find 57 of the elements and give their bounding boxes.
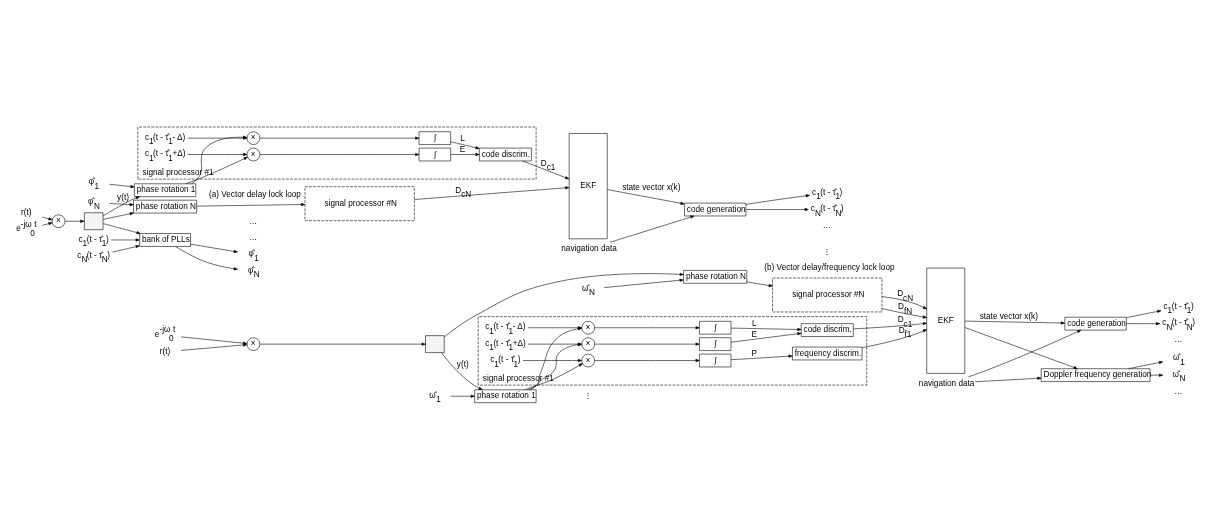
arrow bbox=[964, 326, 1078, 369]
arrow bbox=[746, 281, 773, 287]
arrow bbox=[112, 244, 140, 252]
arrow bbox=[180, 342, 248, 351]
arrow bbox=[102, 211, 134, 220]
arrow bbox=[109, 202, 134, 206]
arrow bbox=[259, 342, 426, 346]
arrow bbox=[527, 342, 582, 346]
arrow bbox=[1149, 373, 1164, 377]
arrow bbox=[1126, 309, 1162, 318]
arrow bbox=[1126, 321, 1161, 325]
arrow bbox=[102, 222, 141, 234]
arrow bbox=[185, 156, 248, 184]
arrow bbox=[594, 358, 700, 362]
arrow bbox=[42, 221, 53, 226]
arrow bbox=[730, 327, 802, 331]
arrow bbox=[730, 331, 802, 342]
arrow bbox=[594, 342, 700, 346]
arrow bbox=[968, 329, 1082, 377]
node-box bbox=[84, 211, 104, 230]
arrow bbox=[175, 245, 238, 270]
arrow bbox=[450, 140, 480, 149]
arrow bbox=[450, 152, 480, 156]
arrow bbox=[974, 376, 1042, 382]
arrow bbox=[853, 321, 927, 329]
arrow bbox=[1128, 360, 1164, 369]
arrow bbox=[594, 325, 700, 329]
arrow bbox=[861, 328, 928, 348]
arrow bbox=[745, 207, 809, 211]
arrow bbox=[607, 188, 685, 205]
arrow bbox=[180, 336, 248, 345]
arrow bbox=[102, 195, 140, 216]
arrow bbox=[524, 362, 583, 390]
arrow bbox=[730, 354, 793, 360]
node-box bbox=[425, 334, 445, 353]
arrow bbox=[522, 160, 570, 179]
arrow bbox=[441, 352, 483, 390]
arrow bbox=[881, 307, 927, 318]
arrow bbox=[259, 152, 420, 156]
arrow bbox=[528, 342, 582, 390]
arrow bbox=[964, 320, 1065, 324]
arrow bbox=[745, 193, 810, 205]
arrow bbox=[881, 295, 927, 309]
arrow bbox=[64, 219, 85, 223]
arrow bbox=[190, 243, 238, 253]
arrow bbox=[522, 358, 582, 362]
arrow bbox=[603, 278, 684, 288]
arrow bbox=[443, 272, 684, 337]
arrow bbox=[187, 152, 248, 156]
arrow bbox=[42, 216, 53, 220]
arrow bbox=[109, 183, 135, 188]
arrow bbox=[196, 202, 306, 206]
arrow bbox=[259, 136, 420, 140]
arrow bbox=[111, 237, 140, 241]
arrow bbox=[414, 185, 570, 200]
arrow bbox=[609, 215, 695, 243]
arrow bbox=[450, 394, 475, 398]
